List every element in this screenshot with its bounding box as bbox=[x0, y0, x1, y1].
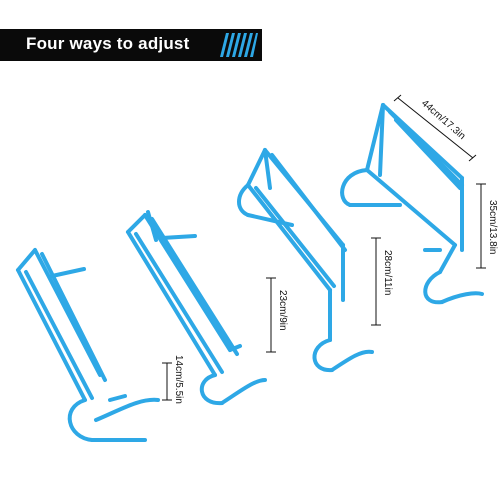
hurdle-2 bbox=[126, 210, 267, 406]
hurdle-3 bbox=[237, 148, 374, 373]
stripes-decoration bbox=[220, 33, 258, 57]
height-2-label: 23cm/9in bbox=[277, 290, 288, 331]
banner-title: Four ways to adjust bbox=[26, 34, 190, 53]
width-dimension bbox=[393, 94, 477, 162]
hurdle-4 bbox=[340, 103, 484, 305]
height-3-dimension bbox=[371, 237, 381, 326]
height-4-dimension bbox=[476, 183, 486, 269]
height-1-dimension bbox=[162, 362, 172, 401]
height-2-dimension bbox=[266, 277, 276, 353]
title-banner: Four ways to adjust bbox=[0, 29, 262, 61]
height-4-label: 35cm/13.8in bbox=[487, 200, 498, 254]
hurdle-1 bbox=[16, 248, 160, 442]
height-3-label: 28cm/11in bbox=[382, 250, 393, 295]
height-1-label: 14cm/5.5in bbox=[173, 355, 184, 404]
